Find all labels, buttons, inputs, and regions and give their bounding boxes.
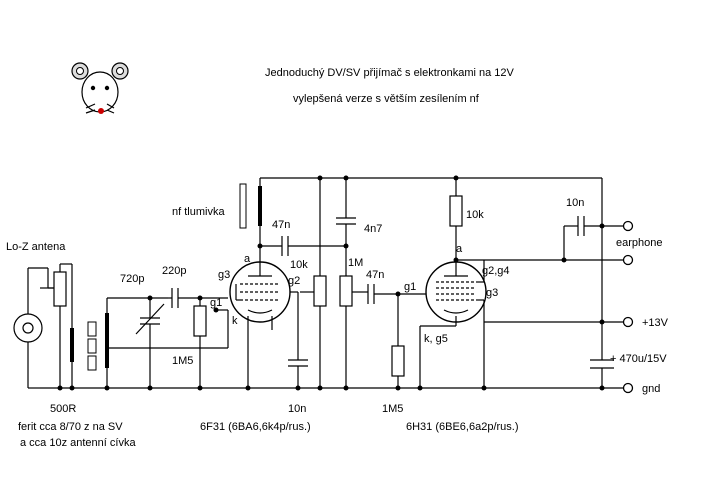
pot-1m-label: 1M [348, 257, 363, 269]
potentiometer-1m [339, 275, 368, 388]
variable-capacitor-720p [135, 298, 165, 388]
tube-6h31 [425, 261, 487, 323]
resistor-10k-anode [449, 178, 463, 262]
pot-10k-label: 10k [290, 259, 308, 271]
cap-220p-label: 220p [162, 265, 186, 277]
supply-label: +13V [642, 317, 669, 329]
res-1m5-grid-label: 1M5 [172, 355, 193, 367]
ferrite-note-2: a cca 10z antenní cívka [20, 437, 136, 449]
title-line2: vylepšená verze s větším zesílením nf [293, 93, 480, 105]
tube2-a-label: a [456, 243, 463, 255]
tube2-name: 6H31 (6BE6,6a2p/rus.) [406, 421, 519, 433]
earphone-terminal-2 [622, 254, 634, 266]
nf-choke [239, 183, 262, 229]
tube1-k-label: k [232, 315, 238, 327]
capacitor-4n7 [336, 178, 356, 276]
cap-470u-label: + 470u/15V [610, 353, 667, 365]
capacitor-470u [590, 359, 614, 388]
nf-choke-label: nf tlumivka [172, 206, 225, 218]
supply-terminal [622, 316, 634, 328]
tube2-g3-label: g3 [486, 287, 498, 299]
ferrite-note-1: ferit cca 8/70 z na SV [18, 421, 123, 433]
antenna-label: Lo-Z antena [6, 241, 66, 253]
cap-720p-label: 720p [120, 273, 144, 285]
tube1-g1-label: g1 [210, 297, 222, 309]
tube-6f31 [229, 261, 291, 323]
ferrite-coil [70, 298, 109, 388]
tube2-g24-label: g2,g4 [482, 265, 510, 277]
tube1-g2-label: g2 [288, 275, 300, 287]
gnd-label: gnd [642, 383, 660, 395]
res-1m5-g1-label: 1M5 [382, 403, 403, 415]
capacitor-220p [171, 288, 179, 308]
cap-47n-a-label: 47n [272, 219, 290, 231]
title-line1: Jednoduchý DV/SV přijímač s elektronkami… [265, 67, 515, 79]
cap-10n-g2-label: 10n [288, 403, 306, 415]
resistor-1m5-grid [193, 298, 207, 388]
mouse-logo [71, 62, 129, 114]
earphone-label: earphone [616, 237, 663, 249]
earphone-terminal-1 [622, 220, 634, 232]
tube1-name: 6F31 (6BA6,6k4p/rus.) [200, 421, 311, 433]
capacitor-10n-out [563, 216, 623, 260]
tube2-g1-label: g1 [404, 281, 416, 293]
capacitor-10n-g2 [288, 359, 308, 388]
res-10k-anode-label: 10k [466, 209, 484, 221]
tube1-g3-label: g3 [218, 269, 230, 281]
potentiometer-500r [48, 263, 73, 388]
cap-47n-b-label: 47n [366, 269, 384, 281]
pot-500r-label: 500R [50, 403, 76, 415]
cap-4n7-label: 4n7 [364, 223, 382, 235]
gnd-terminal [622, 382, 634, 394]
cap-10n-out-label: 10n [566, 197, 584, 209]
antenna-connector-icon [13, 313, 43, 343]
resistor-1m5-g1 [391, 294, 405, 388]
tube1-a-label: a [244, 253, 251, 265]
tube2-k-label: k, g5 [424, 333, 448, 345]
potentiometer-10k [300, 178, 327, 388]
